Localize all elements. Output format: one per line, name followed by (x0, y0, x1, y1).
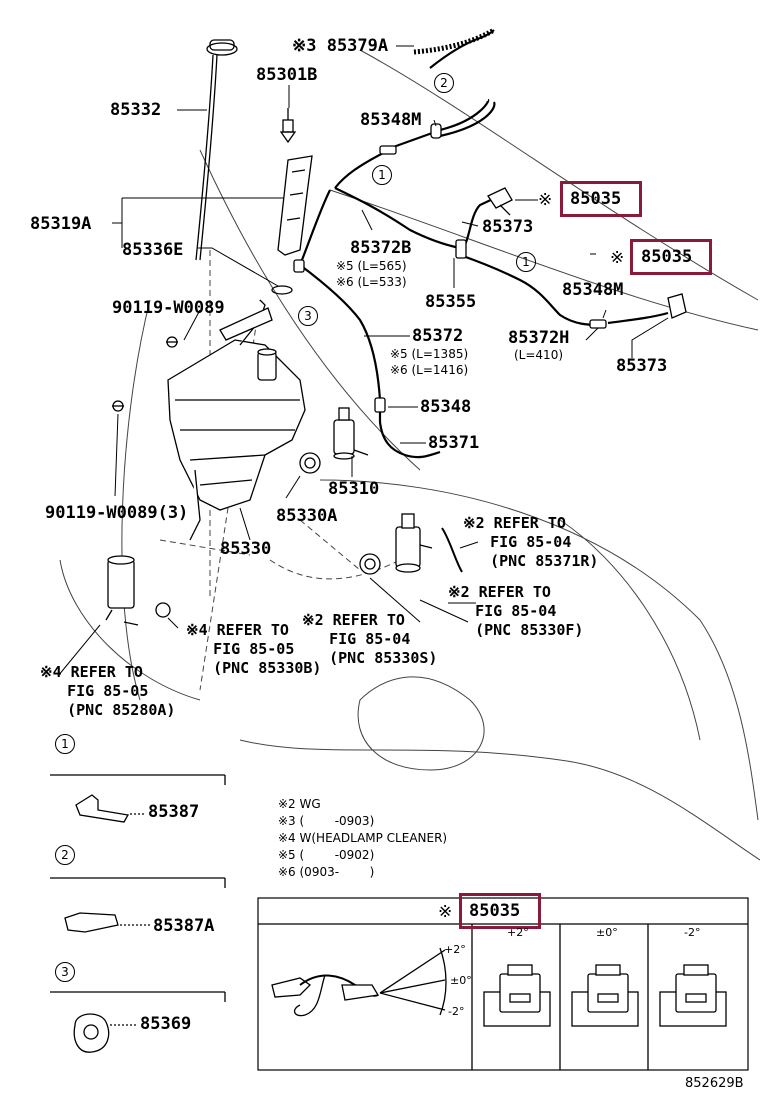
footnote-2: ※2 WG (278, 797, 321, 811)
nozzle-view-zero (571, 964, 639, 1027)
label-85348M-right: 85348M (562, 280, 624, 300)
bolt-90119-bottom (112, 400, 124, 412)
reference-85330S: ※2 REFER TO FIG 85-04 (PNC 85330S) (302, 611, 438, 667)
label-85372B-length-5: ※5 (L=565) (336, 259, 407, 273)
washer-tank-85330 (167, 299, 306, 541)
angle-minus2: -2° (448, 1005, 465, 1018)
label-85330A: 85330A (276, 506, 338, 526)
angle-plus2: +2° (444, 943, 466, 956)
pump-wg (359, 513, 463, 575)
bolt-90119-top (166, 336, 178, 348)
nozzle-view-minus2 (659, 964, 727, 1027)
label-85373-right: 85373 (616, 356, 668, 376)
table-header-zero: ±0° (596, 926, 618, 939)
reference-85371R: ※2 REFER TO FIG 85-04 (PNC 85371R) (463, 514, 599, 570)
label-85348: 85348 (420, 397, 472, 417)
nozzle-view-plus2 (483, 964, 551, 1027)
prefix-mark-85035-a: ※ (538, 190, 553, 210)
label-85387A: 85387A (153, 916, 215, 936)
prefix-mark-85035-b: ※ (610, 248, 625, 268)
label-85372H-length: (L=410) (514, 348, 564, 362)
adjustment-box (257, 897, 749, 1071)
label-85301B: 85301B (256, 65, 318, 85)
label-85319A: 85319A (30, 214, 92, 234)
label-85372-length-5: ※5 (L=1385) (390, 347, 469, 361)
hose-connectors (293, 123, 607, 413)
reference-85330B: ※4 REFER TO FIG 85-05 (PNC 85330B) (186, 621, 322, 677)
callout-2-top: 2 (434, 73, 454, 93)
label-85330: 85330 (220, 539, 272, 559)
callout-1-a: 1 (372, 165, 392, 185)
label-85372B-length-6: ※6 (L=533) (336, 275, 407, 289)
label-85332: 85332 (110, 100, 162, 120)
label-85373-top: 85373 (482, 217, 534, 237)
footnote-4: ※4 W(HEADLAMP CLEANER) (278, 831, 448, 845)
table-header-minus2: -2° (684, 926, 701, 939)
label-85336E: 85336E (122, 240, 184, 260)
highlight-85035-b[interactable] (630, 239, 712, 275)
label-85372: 85372 (412, 326, 464, 346)
clip-85301B (279, 108, 297, 144)
reference-85280A: ※4 REFER TO FIG 85-05 (PNC 85280A) (40, 663, 176, 719)
prefix-mark-85035-box: ※ (438, 902, 453, 922)
label-85035-a[interactable]: 85035 (570, 189, 622, 209)
callout-1-legend: 1 (55, 734, 75, 754)
legend-group-3 (50, 991, 226, 1053)
label-85369: 85369 (140, 1014, 192, 1034)
vehicle-body-outline (59, 49, 760, 861)
label-85372H: 85372H (508, 328, 570, 348)
highlight-85035-a[interactable] (560, 181, 642, 217)
label-85371: 85371 (428, 433, 480, 453)
highlight-85035-box[interactable] (459, 893, 541, 929)
nozzle-85035-top (487, 187, 513, 216)
diagram-id: 852629B (685, 1076, 744, 1091)
reference-85330F: ※2 REFER TO FIG 85-04 (PNC 85330F) (448, 583, 584, 639)
label-85372-length-6: ※6 (L=1416) (390, 363, 469, 377)
label-85355: 85355 (425, 292, 477, 312)
label-85387: 85387 (148, 802, 200, 822)
label-85372B: 85372B (350, 238, 412, 258)
grommet-85330A (299, 452, 321, 474)
footnote-3: ※3 ( -0903) (278, 814, 375, 828)
filler-neck-85332 (195, 39, 238, 261)
label-90119-bottom: 90119-W0089(3) (45, 503, 189, 523)
footnote-5: ※5 ( -0902) (278, 848, 375, 862)
pump-headlamp-cleaner (105, 555, 171, 626)
label-85035-b[interactable]: 85035 (641, 247, 693, 267)
label-85348M-top: 85348M (360, 110, 422, 130)
angle-zero: ±0° (450, 974, 472, 987)
label-85379A: ※3 85379A (292, 36, 389, 56)
label-90119-top: 90119-W0089 (112, 298, 225, 318)
callout-2-legend: 2 (55, 845, 75, 865)
corrugated-hose-85379A (413, 27, 496, 55)
callout-3-hose: 3 (298, 306, 318, 326)
callout-1-b: 1 (516, 252, 536, 272)
table-header-plus2: +2° (507, 926, 529, 939)
bracket-85319A (271, 155, 313, 295)
label-85035-box[interactable]: 85035 (469, 901, 521, 921)
legend-group-2 (50, 877, 226, 933)
callout-3-legend: 3 (55, 962, 75, 982)
leader-lines (57, 45, 669, 677)
label-85310: 85310 (328, 479, 380, 499)
footnote-6: ※6 (0903- ) (278, 865, 375, 879)
pump-85310 (333, 407, 369, 460)
nozzle-85035-right (667, 293, 687, 319)
legend-group-1 (50, 774, 226, 823)
